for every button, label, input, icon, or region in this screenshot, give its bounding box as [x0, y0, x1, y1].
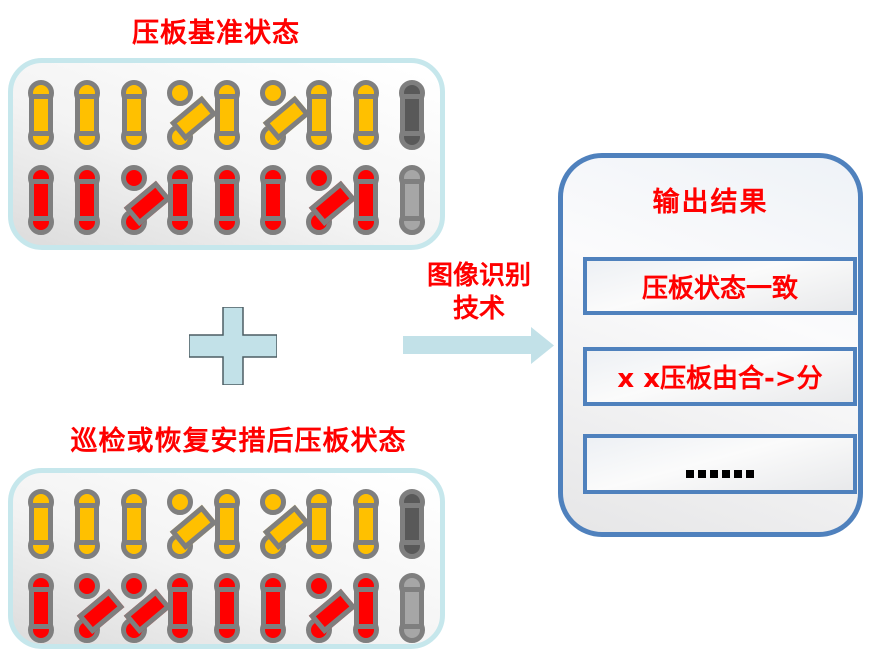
plate-bar — [121, 94, 146, 136]
plate-bar — [214, 503, 239, 545]
plate-red-closed — [21, 165, 61, 235]
plate-top-circle — [259, 80, 286, 106]
plate-bar — [214, 587, 239, 629]
plate-red-open — [67, 573, 125, 643]
plate-red-open — [299, 165, 357, 235]
dot — [698, 470, 706, 478]
dot — [722, 470, 730, 478]
plate-bar — [400, 503, 424, 545]
plate-bar — [400, 179, 424, 221]
plate-bar — [214, 94, 239, 136]
plate-yellow-closed — [299, 80, 339, 150]
plate-top-circle — [167, 80, 194, 106]
plate-bar — [75, 94, 100, 136]
dot — [710, 470, 718, 478]
result-text: x x压板由合->分 — [617, 364, 823, 394]
plate-bar — [400, 587, 424, 629]
plate-red-closed — [346, 573, 386, 643]
plate-yellow-closed — [207, 489, 247, 559]
plate-top-circle — [120, 165, 147, 191]
plate-yellow-open — [253, 489, 311, 559]
plate-bar — [400, 94, 424, 136]
plus-icon — [189, 307, 277, 385]
result-text: 压板状态一致 — [641, 273, 798, 304]
plate-red-closed — [160, 573, 200, 643]
inspection-plate-row-yellow — [21, 489, 432, 559]
plate-red-closed — [207, 573, 247, 643]
plate-yellow-closed — [346, 80, 386, 150]
plate-top-circle — [120, 573, 147, 599]
plate-bar — [353, 94, 378, 136]
plate-top-circle — [167, 489, 194, 515]
plate-bar — [29, 587, 53, 629]
plate-bar — [168, 587, 193, 629]
plate-yellow-closed — [21, 80, 61, 150]
plate-top-circle — [259, 489, 286, 515]
plate-red-closed — [207, 165, 247, 235]
plate-yellow-closed — [67, 80, 107, 150]
baseline-plate-row-yellow — [21, 80, 432, 150]
plate-top-circle — [306, 165, 333, 191]
dot — [734, 470, 742, 478]
dot — [746, 470, 754, 478]
plate-top-circle — [74, 573, 101, 599]
plate-bar — [353, 179, 378, 221]
plate-yellow-closed — [67, 489, 107, 559]
plate-yellow-open — [253, 80, 311, 150]
plate-red-closed — [253, 165, 293, 235]
plate-bar — [29, 179, 53, 221]
plate-grayDark-closed — [392, 489, 432, 559]
plate-red-closed — [253, 573, 293, 643]
plate-yellow-open — [160, 489, 218, 559]
plate-grayLight-closed — [392, 165, 432, 235]
plate-bar — [214, 179, 239, 221]
plate-bar — [307, 94, 332, 136]
plate-yellow-closed — [299, 489, 339, 559]
result-box-changed: x x压板由合->分 — [583, 347, 857, 406]
plate-yellow-open — [160, 80, 218, 150]
plate-red-open — [299, 573, 357, 643]
dot — [686, 470, 694, 478]
plate-red-closed — [21, 573, 61, 643]
arrow-right-icon — [403, 327, 554, 364]
plate-bar — [75, 179, 100, 221]
plate-bar — [29, 503, 53, 545]
plate-red-open — [114, 165, 172, 235]
baseline-panel-title: 压板基准状态 — [132, 18, 300, 49]
output-title: 输出结果 — [652, 187, 769, 218]
plate-bar — [307, 503, 332, 545]
result-box-ellipsis — [583, 434, 857, 494]
plate-grayDark-closed — [392, 80, 432, 150]
plate-bar — [260, 179, 285, 221]
plate-red-closed — [160, 165, 200, 235]
plate-yellow-closed — [114, 489, 154, 559]
plate-top-circle — [306, 573, 333, 599]
inspection-panel-title: 巡检或恢复安措后压板状态 — [70, 426, 407, 457]
process-label: 图像识别 技术 — [405, 260, 553, 325]
baseline-panel — [8, 58, 445, 250]
plate-bar — [121, 503, 146, 545]
baseline-plate-row-red — [21, 165, 432, 235]
plate-bar — [168, 179, 193, 221]
plate-bar — [29, 94, 53, 136]
inspection-panel — [8, 468, 445, 649]
plate-red-closed — [346, 165, 386, 235]
plate-yellow-closed — [21, 489, 61, 559]
result-box-consistent: 压板状态一致 — [583, 257, 857, 315]
plate-bar — [353, 503, 378, 545]
plate-yellow-closed — [207, 80, 247, 150]
plate-grayLight-closed — [392, 573, 432, 643]
plate-red-closed — [67, 165, 107, 235]
plate-yellow-closed — [114, 80, 154, 150]
inspection-plate-row-red — [21, 573, 432, 643]
plate-red-open — [114, 573, 172, 643]
plate-bar — [260, 587, 285, 629]
plate-yellow-closed — [346, 489, 386, 559]
process-label-line2: 技术 — [452, 293, 505, 324]
plate-bar — [353, 587, 378, 629]
process-label-line1: 图像识别 — [426, 261, 531, 291]
plate-bar — [75, 503, 100, 545]
ellipsis-dots — [686, 470, 754, 478]
output-panel: 输出结果 压板状态一致 x x压板由合->分 — [558, 153, 863, 537]
